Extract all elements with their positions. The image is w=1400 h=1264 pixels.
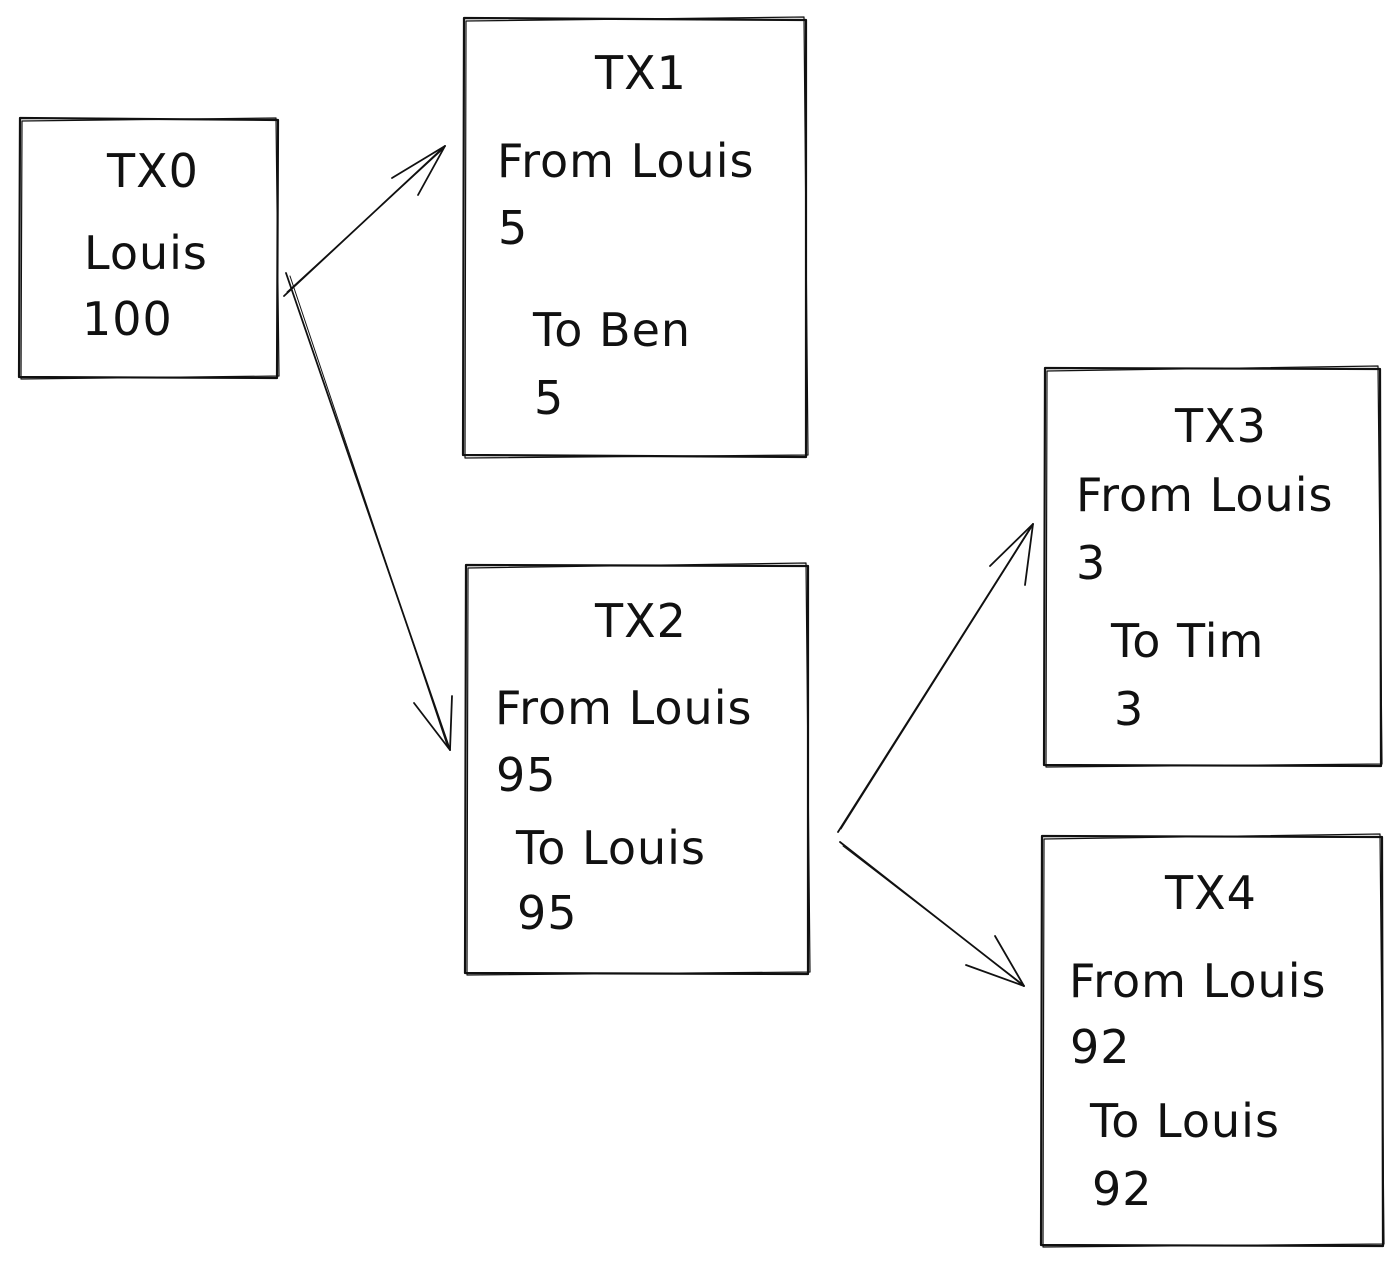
tx3-to-amount: 3 — [1114, 682, 1145, 736]
tx1-title: TX1 — [595, 46, 687, 100]
tx0-title: TX0 — [107, 144, 199, 198]
tx2-to-amount: 95 — [517, 886, 578, 940]
arrow-tx2-to-tx3 — [837, 523, 1034, 833]
tx4-from-label: From Louis — [1069, 954, 1327, 1008]
tx3-from-label: From Louis — [1076, 468, 1334, 522]
tx0-owner: Louis — [84, 226, 208, 280]
tx1-box[interactable] — [461, 16, 809, 459]
tx4-title: TX4 — [1165, 866, 1257, 920]
tx0-box[interactable] — [17, 116, 280, 380]
arrow-tx2-to-tx4 — [839, 841, 1025, 987]
tx1-from-label: From Louis — [497, 134, 755, 188]
tx4-to-label: To Louis — [1090, 1094, 1280, 1148]
tx2-from-label: From Louis — [495, 681, 753, 735]
tx3-box[interactable] — [1042, 365, 1383, 768]
arrow-tx0-to-tx2 — [285, 272, 453, 751]
tx0-amount: 100 — [82, 292, 173, 346]
tx3-from-amount: 3 — [1076, 536, 1107, 590]
tx3-title: TX3 — [1175, 399, 1267, 453]
tx2-box[interactable] — [463, 562, 811, 976]
tx2-title: TX2 — [595, 594, 687, 648]
tx3-to-label: To Tim — [1111, 614, 1265, 668]
tx1-to-amount: 5 — [534, 371, 565, 425]
arrow-tx0-to-tx1 — [283, 145, 446, 297]
tx2-from-amount: 95 — [496, 748, 557, 802]
tx4-to-amount: 92 — [1092, 1162, 1153, 1216]
tx2-to-label: To Louis — [516, 821, 706, 875]
tx4-from-amount: 92 — [1070, 1020, 1131, 1074]
tx4-box[interactable] — [1039, 833, 1385, 1248]
tx1-from-amount: 5 — [498, 201, 529, 255]
tx1-to-label: To Ben — [533, 303, 692, 357]
